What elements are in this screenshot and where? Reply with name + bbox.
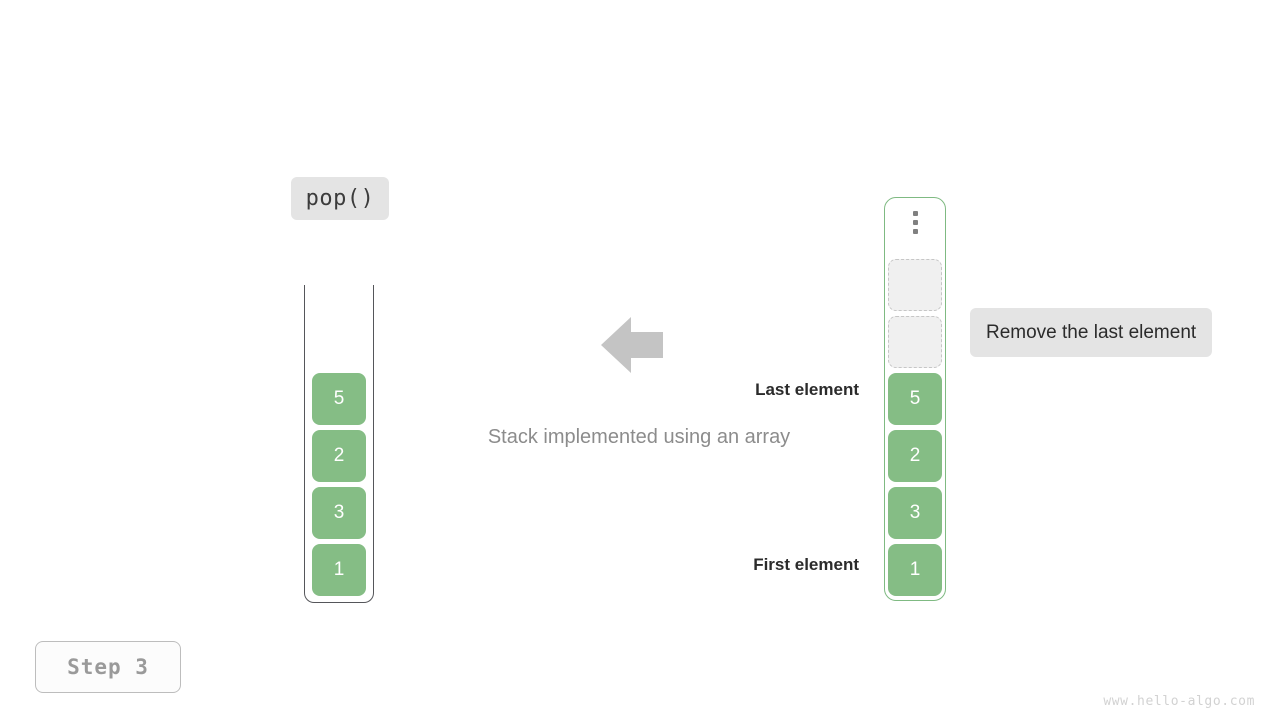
stack-container: 5 2 3 1 (304, 285, 374, 603)
diagram-caption-text: Stack implemented using an array (487, 426, 791, 448)
operation-badge: pop() (291, 177, 389, 220)
diagram-caption: Stack implemented using an array (0, 426, 1280, 449)
array-cell: 3 (888, 487, 942, 539)
array-empty-slot (888, 316, 942, 368)
watermark: www.hello-algo.com (1103, 694, 1255, 709)
array-cell: 5 (888, 373, 942, 425)
label-first-element: First element (753, 555, 859, 574)
stack-cell: 5 (312, 373, 366, 425)
array-container: 5 2 3 1 (884, 197, 946, 601)
vertical-ellipsis-icon (884, 211, 946, 234)
array-empty-slot (888, 259, 942, 311)
stack-cell-list: 5 2 3 1 (304, 373, 374, 596)
step-badge: Step 3 (35, 641, 181, 693)
stack-cell: 1 (312, 544, 366, 596)
label-last-element: Last element (755, 380, 859, 399)
annotation-badge: Remove the last element (970, 308, 1213, 357)
arrow-left-icon (601, 315, 663, 375)
array-cell-list: 5 2 3 1 (884, 259, 946, 596)
stack-cell: 2 (312, 430, 366, 482)
array-cell: 2 (888, 430, 942, 482)
stack-cell: 3 (312, 487, 366, 539)
array-cell: 1 (888, 544, 942, 596)
